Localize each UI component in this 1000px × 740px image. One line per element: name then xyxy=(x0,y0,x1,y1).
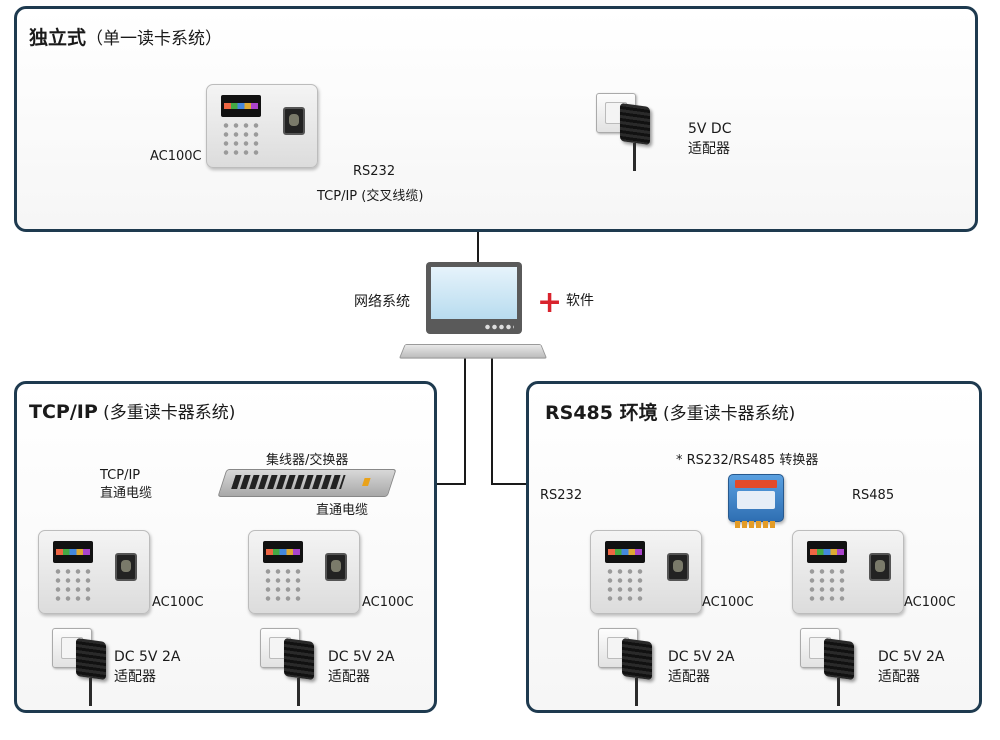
monitor-screen xyxy=(431,267,517,319)
rs485-adapter-1-line1: DC 5V 2A xyxy=(668,649,735,665)
rs485-adapter-2-icon xyxy=(800,628,864,708)
standalone-title: 独立式（单一读卡系统） xyxy=(29,23,222,50)
standalone-panel: 独立式（单一读卡系统） xyxy=(14,6,978,232)
tcp-device-2 xyxy=(248,530,360,614)
fingerprint-icon xyxy=(325,553,347,581)
tcp-adapter-2-label: DC 5V 2A 适配器 xyxy=(328,648,394,687)
tcp-adapter-1-line2: 适配器 xyxy=(114,668,156,685)
tcp-adapter-2-line2: 适配器 xyxy=(328,668,370,685)
standalone-adapter-line2: 适配器 xyxy=(688,140,730,157)
tcpip-title-main: TCP/IP xyxy=(29,401,98,423)
link-label-rs232: RS232 xyxy=(353,164,396,179)
rs485-adapter-2-line2: 适配器 xyxy=(878,668,920,685)
rs232-link-label: RS232 xyxy=(540,488,583,503)
tcp-device-1-label: AC100C xyxy=(152,595,204,610)
tcp-adapter-1-icon xyxy=(52,628,116,708)
tcp-cable-left-line1: TCP/IP xyxy=(100,468,141,483)
tcpip-title-sub: (多重读卡器系统) xyxy=(97,403,236,423)
computer-icon xyxy=(426,262,522,334)
tcpip-title: TCP/IP (多重读卡器系统) xyxy=(29,398,235,423)
standalone-adapter-label: 5V DC 适配器 xyxy=(688,120,732,159)
fingerprint-icon xyxy=(283,107,305,135)
standalone-device xyxy=(206,84,318,168)
tcp-cable-left-line2: 直通电缆 xyxy=(100,486,153,502)
rs485-device-2-label: AC100C xyxy=(904,595,956,610)
rs485-link-label: RS485 xyxy=(852,488,895,503)
network-switch-icon xyxy=(217,469,397,497)
tcp-device-2-label: AC100C xyxy=(362,595,414,610)
rs485-adapter-1-label: DC 5V 2A 适配器 xyxy=(668,648,734,687)
standalone-device-label: AC100C xyxy=(150,149,202,164)
tcp-cable-left-label: TCP/IP 直通电缆 xyxy=(100,467,152,503)
rs485-device-2 xyxy=(792,530,904,614)
switch-label: 集线器/交换器 xyxy=(266,453,349,468)
tcp-adapter-1-label: DC 5V 2A 适配器 xyxy=(114,648,180,687)
fingerprint-icon xyxy=(667,553,689,581)
standalone-adapter-line1: 5V DC xyxy=(688,121,732,137)
keyboard-icon xyxy=(398,344,548,359)
rs485-adapter-1-line2: 适配器 xyxy=(668,668,710,685)
plus-icon: + xyxy=(537,285,563,320)
standalone-power-adapter-icon xyxy=(596,93,660,173)
tcp-adapter-2-line1: DC 5V 2A xyxy=(328,649,395,665)
rs485-device-1 xyxy=(590,530,702,614)
tcp-adapter-1-line1: DC 5V 2A xyxy=(114,649,181,665)
rs485-device-1-label: AC100C xyxy=(702,595,754,610)
rs485-title: RS485 环境 (多重读卡器系统) xyxy=(545,398,795,425)
tcp-cable-right-label: 直通电缆 xyxy=(316,503,369,518)
tcp-device-1 xyxy=(38,530,150,614)
network-system-label: 网络系统 xyxy=(354,294,410,310)
rs485-adapter-2-label: DC 5V 2A 适配器 xyxy=(878,648,944,687)
fingerprint-icon xyxy=(869,553,891,581)
link-label-tcp-cross: TCP/IP (交叉线缆) xyxy=(317,189,424,204)
rs232-rs485-converter-icon xyxy=(728,474,784,528)
standalone-title-main: 独立式 xyxy=(29,27,87,49)
software-label: 软件 xyxy=(566,293,594,309)
device-screen xyxy=(221,95,261,117)
rs485-adapter-1-icon xyxy=(598,628,662,708)
rs485-title-sub: (多重读卡器系统) xyxy=(657,404,796,424)
device-keypad xyxy=(221,121,261,157)
fingerprint-icon xyxy=(115,553,137,581)
tcp-adapter-2-icon xyxy=(260,628,324,708)
rs485-title-main: RS485 环境 xyxy=(545,402,658,424)
rs485-adapter-2-line1: DC 5V 2A xyxy=(878,649,945,665)
monitor-buttons xyxy=(484,324,514,330)
standalone-title-sub: （单一读卡系统） xyxy=(86,29,223,49)
converter-label: * RS232/RS485 转换器 xyxy=(676,453,819,468)
